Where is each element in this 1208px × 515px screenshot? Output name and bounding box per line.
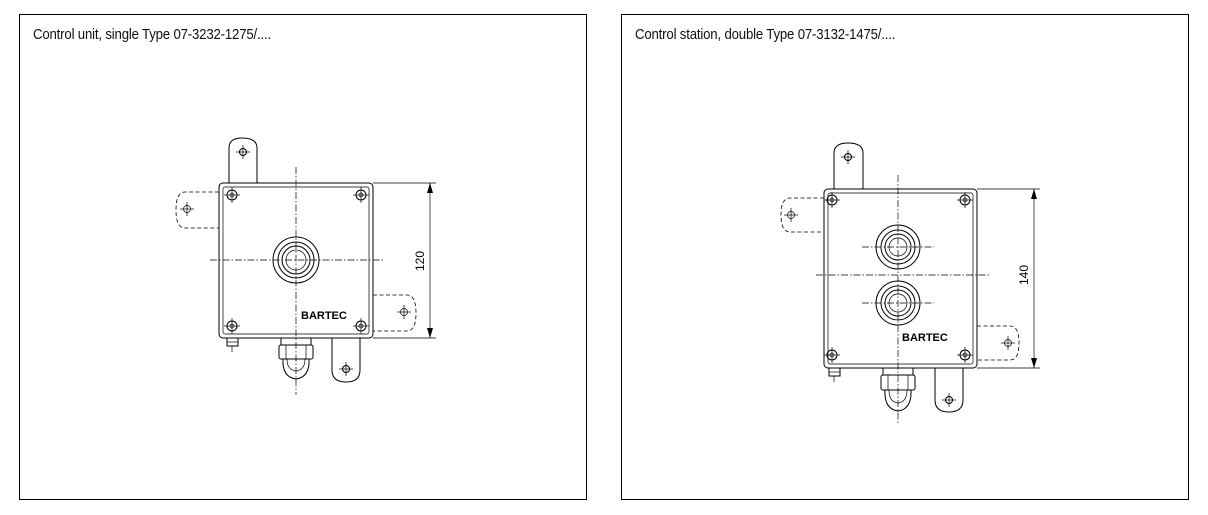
- cable-gland: [278, 337, 314, 380]
- top-mounting-bracket: [228, 137, 258, 183]
- push-button-bottom: [875, 280, 921, 326]
- panel-control-unit-single: Control unit, single Type 07-3232-1275/.…: [19, 14, 587, 500]
- top-mounting-bracket: [833, 142, 864, 189]
- push-button-top: [875, 224, 921, 270]
- dimension-label: 140: [1017, 265, 1031, 285]
- control-station-double-drawing: BARTEC 140: [780, 142, 1040, 425]
- earth-terminal: [828, 367, 841, 382]
- control-unit-single-drawing: BARTEC 120: [175, 137, 436, 395]
- right-mounting-bracket-dashed: [373, 294, 417, 332]
- brand-label: BARTEC: [301, 310, 347, 322]
- corner-screws: [824, 192, 973, 363]
- panel-title: Control unit, single Type 07-3232-1275/.…: [33, 26, 272, 43]
- height-dimension: 140: [977, 188, 1040, 369]
- brand-label: BARTEC: [902, 332, 948, 344]
- right-mounting-bracket-dashed: [977, 325, 1020, 361]
- push-button: [272, 236, 320, 284]
- earth-terminal: [226, 337, 239, 352]
- bottom-mounting-bracket: [331, 338, 361, 383]
- left-mounting-bracket-dashed: [780, 197, 824, 233]
- corner-screws: [224, 187, 369, 334]
- height-dimension: 120: [373, 182, 436, 339]
- panel-control-station-double: Control station, double Type 07-3132-147…: [621, 14, 1189, 500]
- left-mounting-bracket-dashed: [175, 191, 219, 229]
- cable-gland: [880, 367, 916, 412]
- dimension-label: 120: [413, 251, 427, 271]
- panel-title: Control station, double Type 07-3132-147…: [635, 26, 896, 43]
- enclosure-body: [823, 188, 978, 369]
- bottom-mounting-bracket: [934, 368, 964, 413]
